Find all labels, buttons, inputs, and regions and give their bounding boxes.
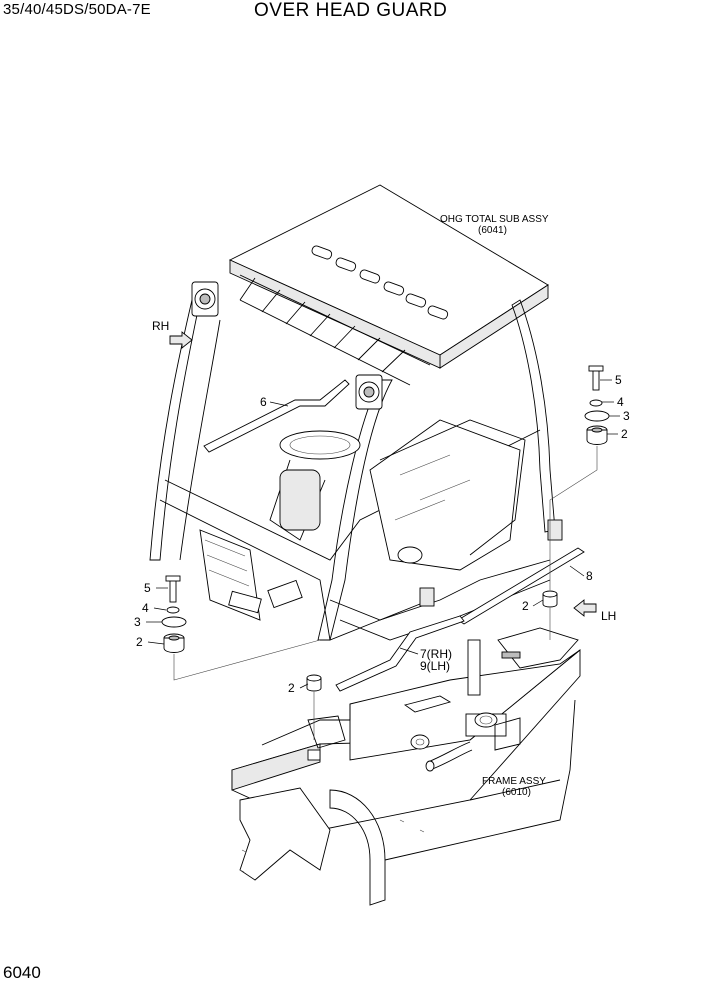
callout-2-mid-right: 2 — [522, 599, 529, 613]
callout-8: 8 — [586, 569, 593, 583]
diagram-title: OVER HEAD GUARD — [254, 0, 448, 21]
rubber-mount-mid-right — [542, 590, 558, 608]
overhead-guard-drawing — [149, 184, 563, 641]
lh-arrow-icon — [573, 599, 597, 617]
callout-3-right: 3 — [623, 409, 630, 423]
ohg-assy-label: OHG TOTAL SUB ASSY — [440, 214, 549, 225]
alignment-lines — [173, 446, 598, 740]
callout-2-left: 2 — [136, 635, 143, 649]
callout-4-right: 4 — [617, 395, 624, 409]
callout-7: 7(RH) — [420, 647, 452, 661]
callout-5-left: 5 — [144, 581, 151, 595]
rh-arrow-icon — [169, 331, 193, 349]
callout-2-bottom: 2 — [288, 681, 295, 695]
spacer-bar-6 — [203, 379, 350, 453]
callout-6: 6 — [260, 395, 267, 409]
rh-label: RH — [152, 319, 169, 333]
lh-label: LH — [601, 609, 616, 623]
page-number: 6040 — [3, 963, 41, 982]
spacer-bar-8 — [457, 547, 585, 625]
callout-3-left: 3 — [134, 615, 141, 629]
callout-4-left: 4 — [142, 601, 149, 615]
callout-2-right: 2 — [621, 427, 628, 441]
leader-lines — [146, 379, 620, 689]
ohg-assy-code: (6041) — [478, 225, 507, 236]
frame-assy-code: (6010) — [502, 787, 531, 798]
callout-9: 9(LH) — [420, 659, 450, 673]
spacer-bar-7-9 — [335, 615, 465, 692]
frame-assy-drawing — [231, 627, 581, 906]
mount-stack-right — [584, 365, 610, 445]
callout-5-right: 5 — [615, 373, 622, 387]
mount-stack-left — [161, 575, 187, 653]
rubber-mount-bottom — [306, 674, 322, 692]
model-number: 35/40/45DS/50DA-7E — [3, 1, 151, 18]
frame-assy-label: FRAME ASSY — [482, 776, 546, 787]
